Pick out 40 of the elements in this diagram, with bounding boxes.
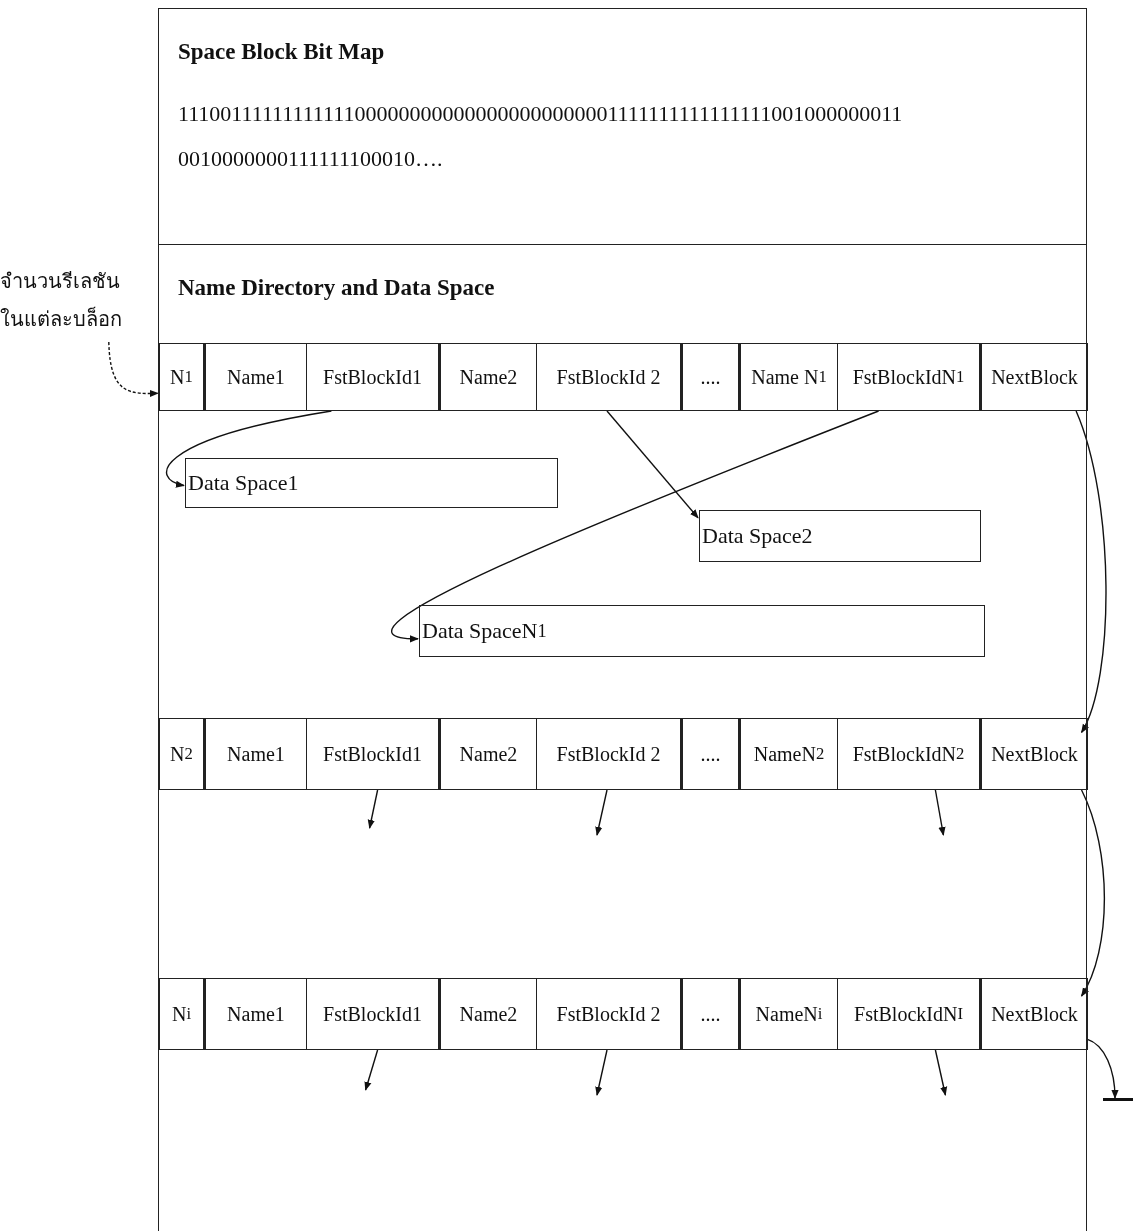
arrow [1086,1038,1119,1099]
section-panel [158,8,1087,245]
arrow [595,789,608,836]
table-cell: FstBlockId1 [306,343,438,411]
arrow [166,410,333,487]
table-cell: FstBlockId 2 [536,718,680,790]
table-cell: NextBlock [979,343,1088,411]
section-heading: Space Block Bit Map [178,39,385,65]
table-cell: FstBlockId 2 [536,343,680,411]
table-cell: .... [680,343,738,411]
table-cell: .... [680,718,738,790]
table-cell: Name1 [203,718,306,790]
arrow [1080,789,1106,997]
table-cell: FstBlockId1 [306,978,438,1050]
table-cell: .... [680,978,738,1050]
table-cell: Name2 [438,343,536,411]
section-panel [158,245,1087,1231]
table-cell: Name2 [438,718,536,790]
arrow [391,410,880,642]
table-cell: FstBlockId 2 [536,978,680,1050]
annotation-label: จำนวนรีเลชันในแต่ละบล็อก [0,262,136,338]
terminator-symbol [1103,1098,1133,1101]
data-space-box: Data Space1 [185,458,558,508]
arrow [367,789,379,829]
dotted-arrow [108,341,159,398]
table-cell: FstBlockId1 [306,718,438,790]
section-heading: Name Directory and Data Space [178,275,495,301]
bit-string: 11100111111111111000000000000000000000001111111111111111001000000011 0010000000111111100010…. [178,100,904,173]
arrow [934,789,946,836]
arrow [606,410,699,519]
table-cell: Name2 [438,978,536,1050]
table-cell: NextBlock [979,978,1088,1050]
arrow [364,1049,379,1091]
table-cell: Name1 [203,978,306,1050]
data-space-box: Data Space2 [699,510,981,562]
table-cell: NextBlock [979,718,1088,790]
table-cell: Name1 [203,343,306,411]
arrow [1075,410,1107,734]
arrow [934,1049,948,1096]
arrow [595,1049,608,1096]
